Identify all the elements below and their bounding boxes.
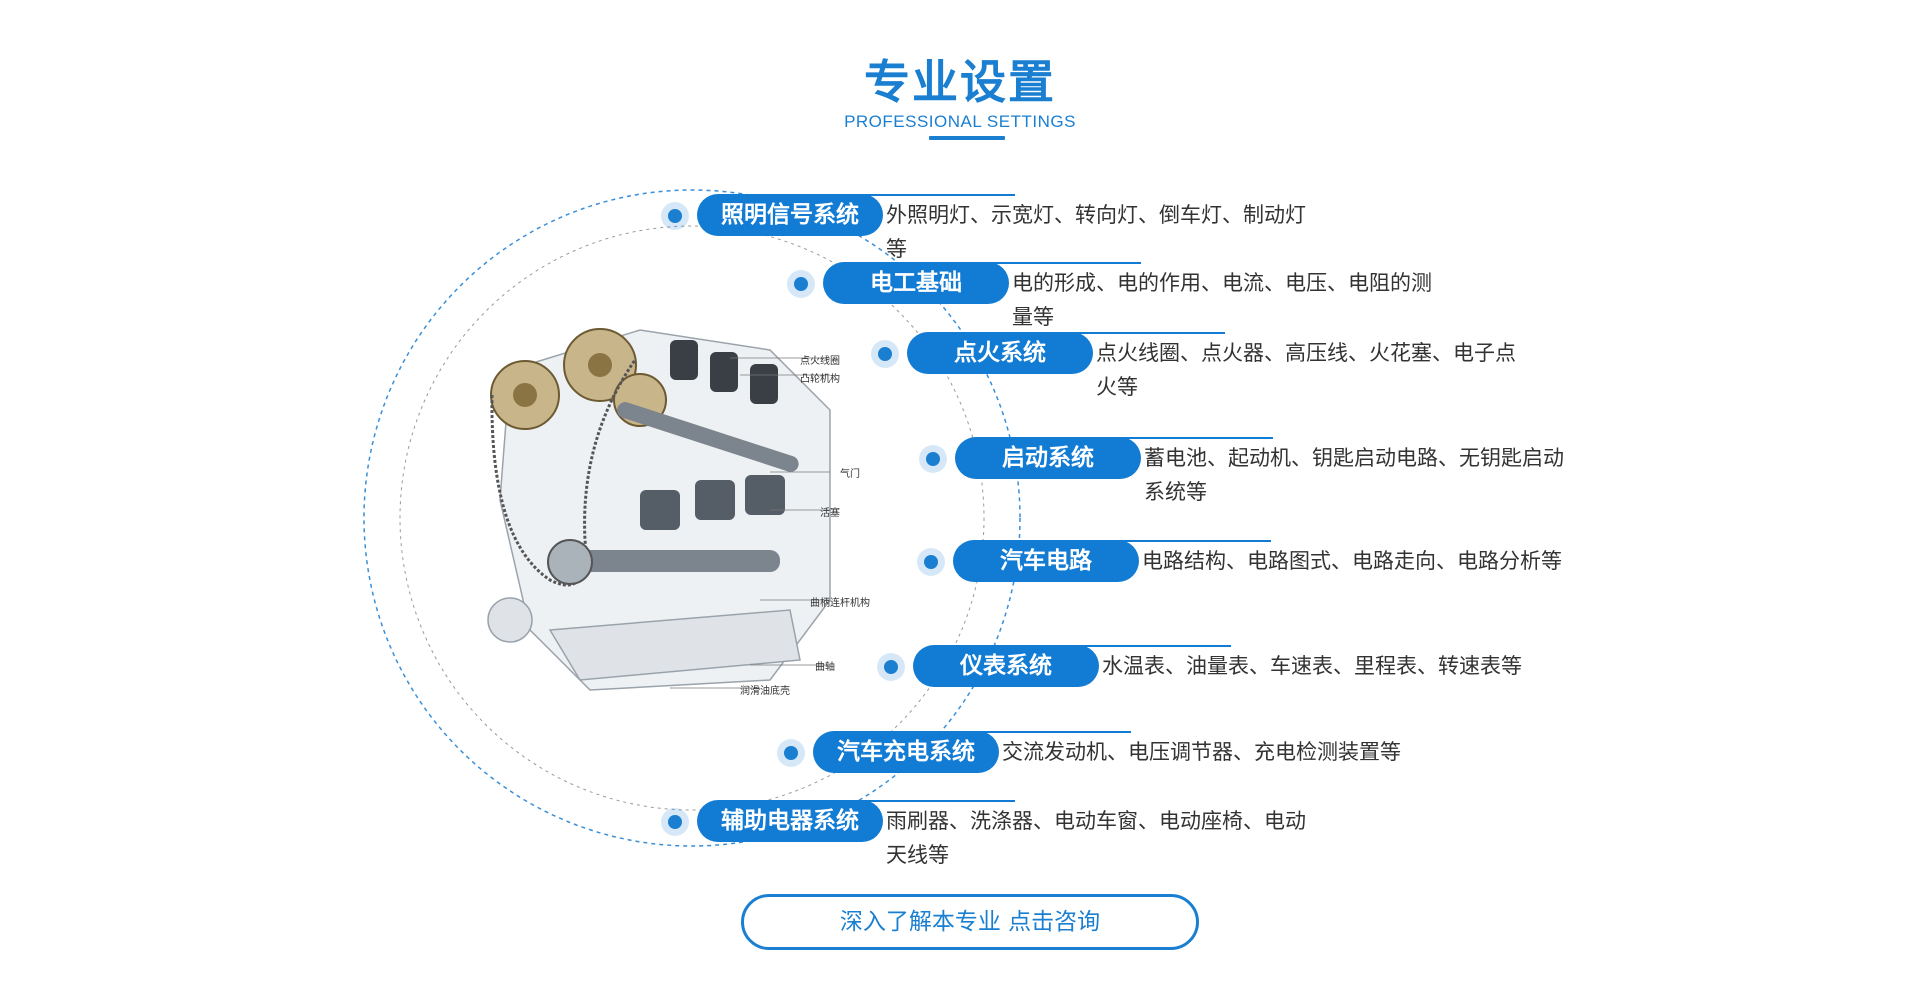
engine-label-crank-mechanism: 曲柄连杆机构 [810, 598, 870, 609]
title-connector-line [1117, 540, 1271, 542]
title-connector-line [1071, 332, 1225, 334]
item-title-pill[interactable]: 照明信号系统 [697, 194, 883, 236]
bullet-dot-icon [661, 202, 689, 230]
item-description: 外照明灯、示宽灯、转向灯、倒车灯、制动灯等 [886, 203, 1306, 261]
title-connector-line [977, 731, 1131, 733]
list-item-instrument-system[interactable]: 仪表系统 水温表、油量表、车速表、里程表、转速表等 [877, 645, 1547, 689]
title-connector-line [987, 262, 1141, 264]
engine-illustration: 点火线圈 凸轮机构 气门 活塞 曲柄连杆机构 曲轴 润滑油底壳 [470, 300, 890, 700]
item-description: 蓄电池、起动机、钥匙启动电路、无钥匙启动系统等 [1144, 446, 1564, 504]
list-item-auto-circuit[interactable]: 汽车电路 电路结构、电路图式、电路走向、电路分析等 [917, 540, 1587, 584]
item-title-pill[interactable]: 点火系统 [907, 332, 1093, 374]
item-title-pill[interactable]: 汽车电路 [953, 540, 1139, 582]
item-description: 电路结构、电路图式、电路走向、电路分析等 [1142, 549, 1562, 573]
item-description: 交流发动机、电压调节器、充电检测装置等 [1002, 740, 1401, 764]
engine-label-oil-pan: 润滑油底壳 [740, 686, 790, 697]
item-title-pill[interactable]: 启动系统 [955, 437, 1141, 479]
bullet-dot-icon [777, 739, 805, 767]
title-connector-line [861, 194, 1015, 196]
item-description: 点火线圈、点火器、高压线、火花塞、电子点火等 [1096, 341, 1516, 399]
engine-label-ignition-coil: 点火线圈 [800, 356, 840, 367]
item-title-pill[interactable]: 辅助电器系统 [697, 800, 883, 842]
engine-label-piston: 活塞 [820, 508, 840, 519]
bullet-dot-icon [877, 653, 905, 681]
bullet-dot-icon [787, 270, 815, 298]
item-title-pill[interactable]: 电工基础 [823, 262, 1009, 304]
item-title-pill[interactable]: 汽车充电系统 [813, 731, 999, 773]
list-item-ignition-system[interactable]: 点火系统 点火线圈、点火器、高压线、火花塞、电子点火等 [871, 332, 1541, 399]
bullet-dot-icon [917, 548, 945, 576]
item-description: 电的形成、电的作用、电流、电压、电阻的测量等 [1012, 271, 1432, 329]
engine-label-valve: 气门 [840, 469, 860, 480]
title-connector-line [861, 800, 1015, 802]
title-underline [929, 136, 1005, 140]
list-item-starting-system[interactable]: 启动系统 蓄电池、起动机、钥匙启动电路、无钥匙启动系统等 [919, 437, 1589, 504]
bullet-dot-icon [871, 340, 899, 368]
page-subtitle: PROFESSIONAL SETTINGS [844, 112, 1076, 131]
list-item-charging-system[interactable]: 汽车充电系统 交流发动机、电压调节器、充电检测装置等 [777, 731, 1477, 775]
item-description: 雨刷器、洗涤器、电动车窗、电动座椅、电动天线等 [886, 809, 1306, 867]
list-item-auxiliary-electrics[interactable]: 辅助电器系统 雨刷器、洗涤器、电动车窗、电动座椅、电动天线等 [661, 800, 1331, 867]
item-description: 水温表、油量表、车速表、里程表、转速表等 [1102, 654, 1522, 678]
title-connector-line [1119, 437, 1273, 439]
outer-dashed-circle [363, 189, 1021, 847]
inner-dashed-circle [399, 225, 985, 811]
item-title-pill[interactable]: 仪表系统 [913, 645, 1099, 687]
consult-button[interactable]: 深入了解本专业 点击咨询 [741, 894, 1199, 950]
bullet-dot-icon [919, 445, 947, 473]
title-connector-line [1077, 645, 1231, 647]
engine-label-crankshaft: 曲轴 [815, 662, 835, 673]
bullet-dot-icon [661, 808, 689, 836]
engine-drawing [487, 328, 831, 691]
section-heading: 专业设置 PROFESSIONAL SETTINGS [0, 54, 1920, 134]
list-item-electrical-basics[interactable]: 电工基础 电的形成、电的作用、电流、电压、电阻的测量等 [787, 262, 1457, 329]
page-title: 专业设置 [864, 55, 1056, 109]
engine-label-cam-mechanism: 凸轮机构 [800, 374, 840, 385]
list-item-lighting-signal[interactable]: 照明信号系统 外照明灯、示宽灯、转向灯、倒车灯、制动灯等 [661, 194, 1331, 261]
